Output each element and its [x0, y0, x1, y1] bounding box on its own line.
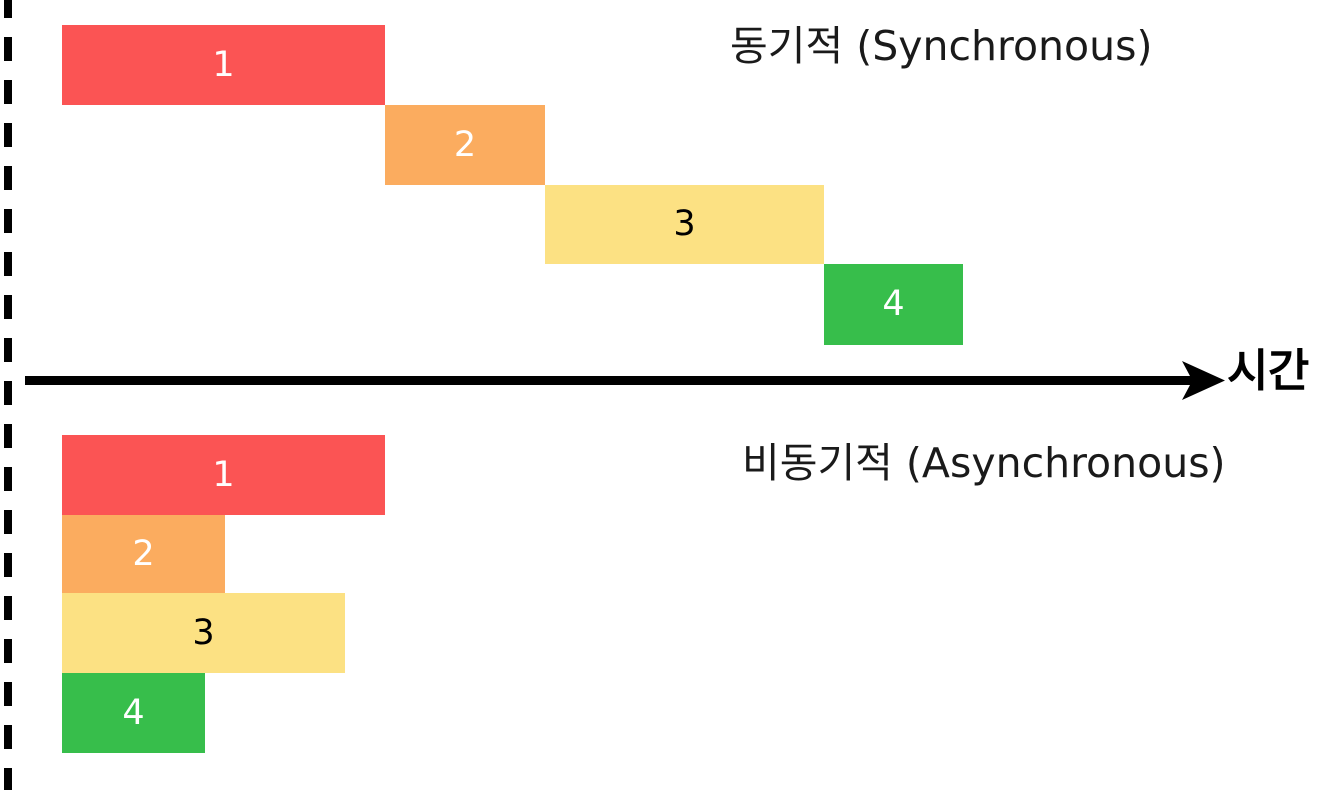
task-bar-label: 3	[673, 204, 696, 244]
task-bar-synchronous-1: 1	[62, 25, 385, 105]
task-bar-label: 1	[212, 44, 235, 85]
task-bar-label: 4	[882, 284, 905, 324]
task-bar-label: 1	[212, 454, 235, 495]
task-bar-synchronous-4: 4	[824, 264, 963, 345]
synchronous-section-caption: 동기적 (Synchronous)	[730, 22, 1153, 70]
task-bar-asynchronous-2: 2	[62, 515, 225, 593]
task-bar-label: 2	[132, 533, 155, 574]
timeline-axis-line	[25, 376, 1215, 385]
timeline-axis-label: 시간	[1227, 344, 1309, 397]
task-bar-label: 3	[192, 612, 215, 653]
task-bar-asynchronous-3: 3	[62, 593, 345, 673]
task-bar-synchronous-3: 3	[545, 185, 824, 264]
task-bar-synchronous-2: 2	[385, 105, 545, 185]
right-arrow-icon	[1172, 361, 1228, 400]
task-bar-label: 4	[122, 692, 145, 733]
task-bar-asynchronous-4: 4	[62, 673, 205, 753]
task-bar-asynchronous-1: 1	[62, 435, 385, 515]
asynchronous-section-caption: 비동기적 (Asynchronous)	[742, 439, 1226, 487]
dashed-vertical-rule-icon	[4, 0, 12, 790]
task-bar-label: 2	[453, 124, 477, 165]
